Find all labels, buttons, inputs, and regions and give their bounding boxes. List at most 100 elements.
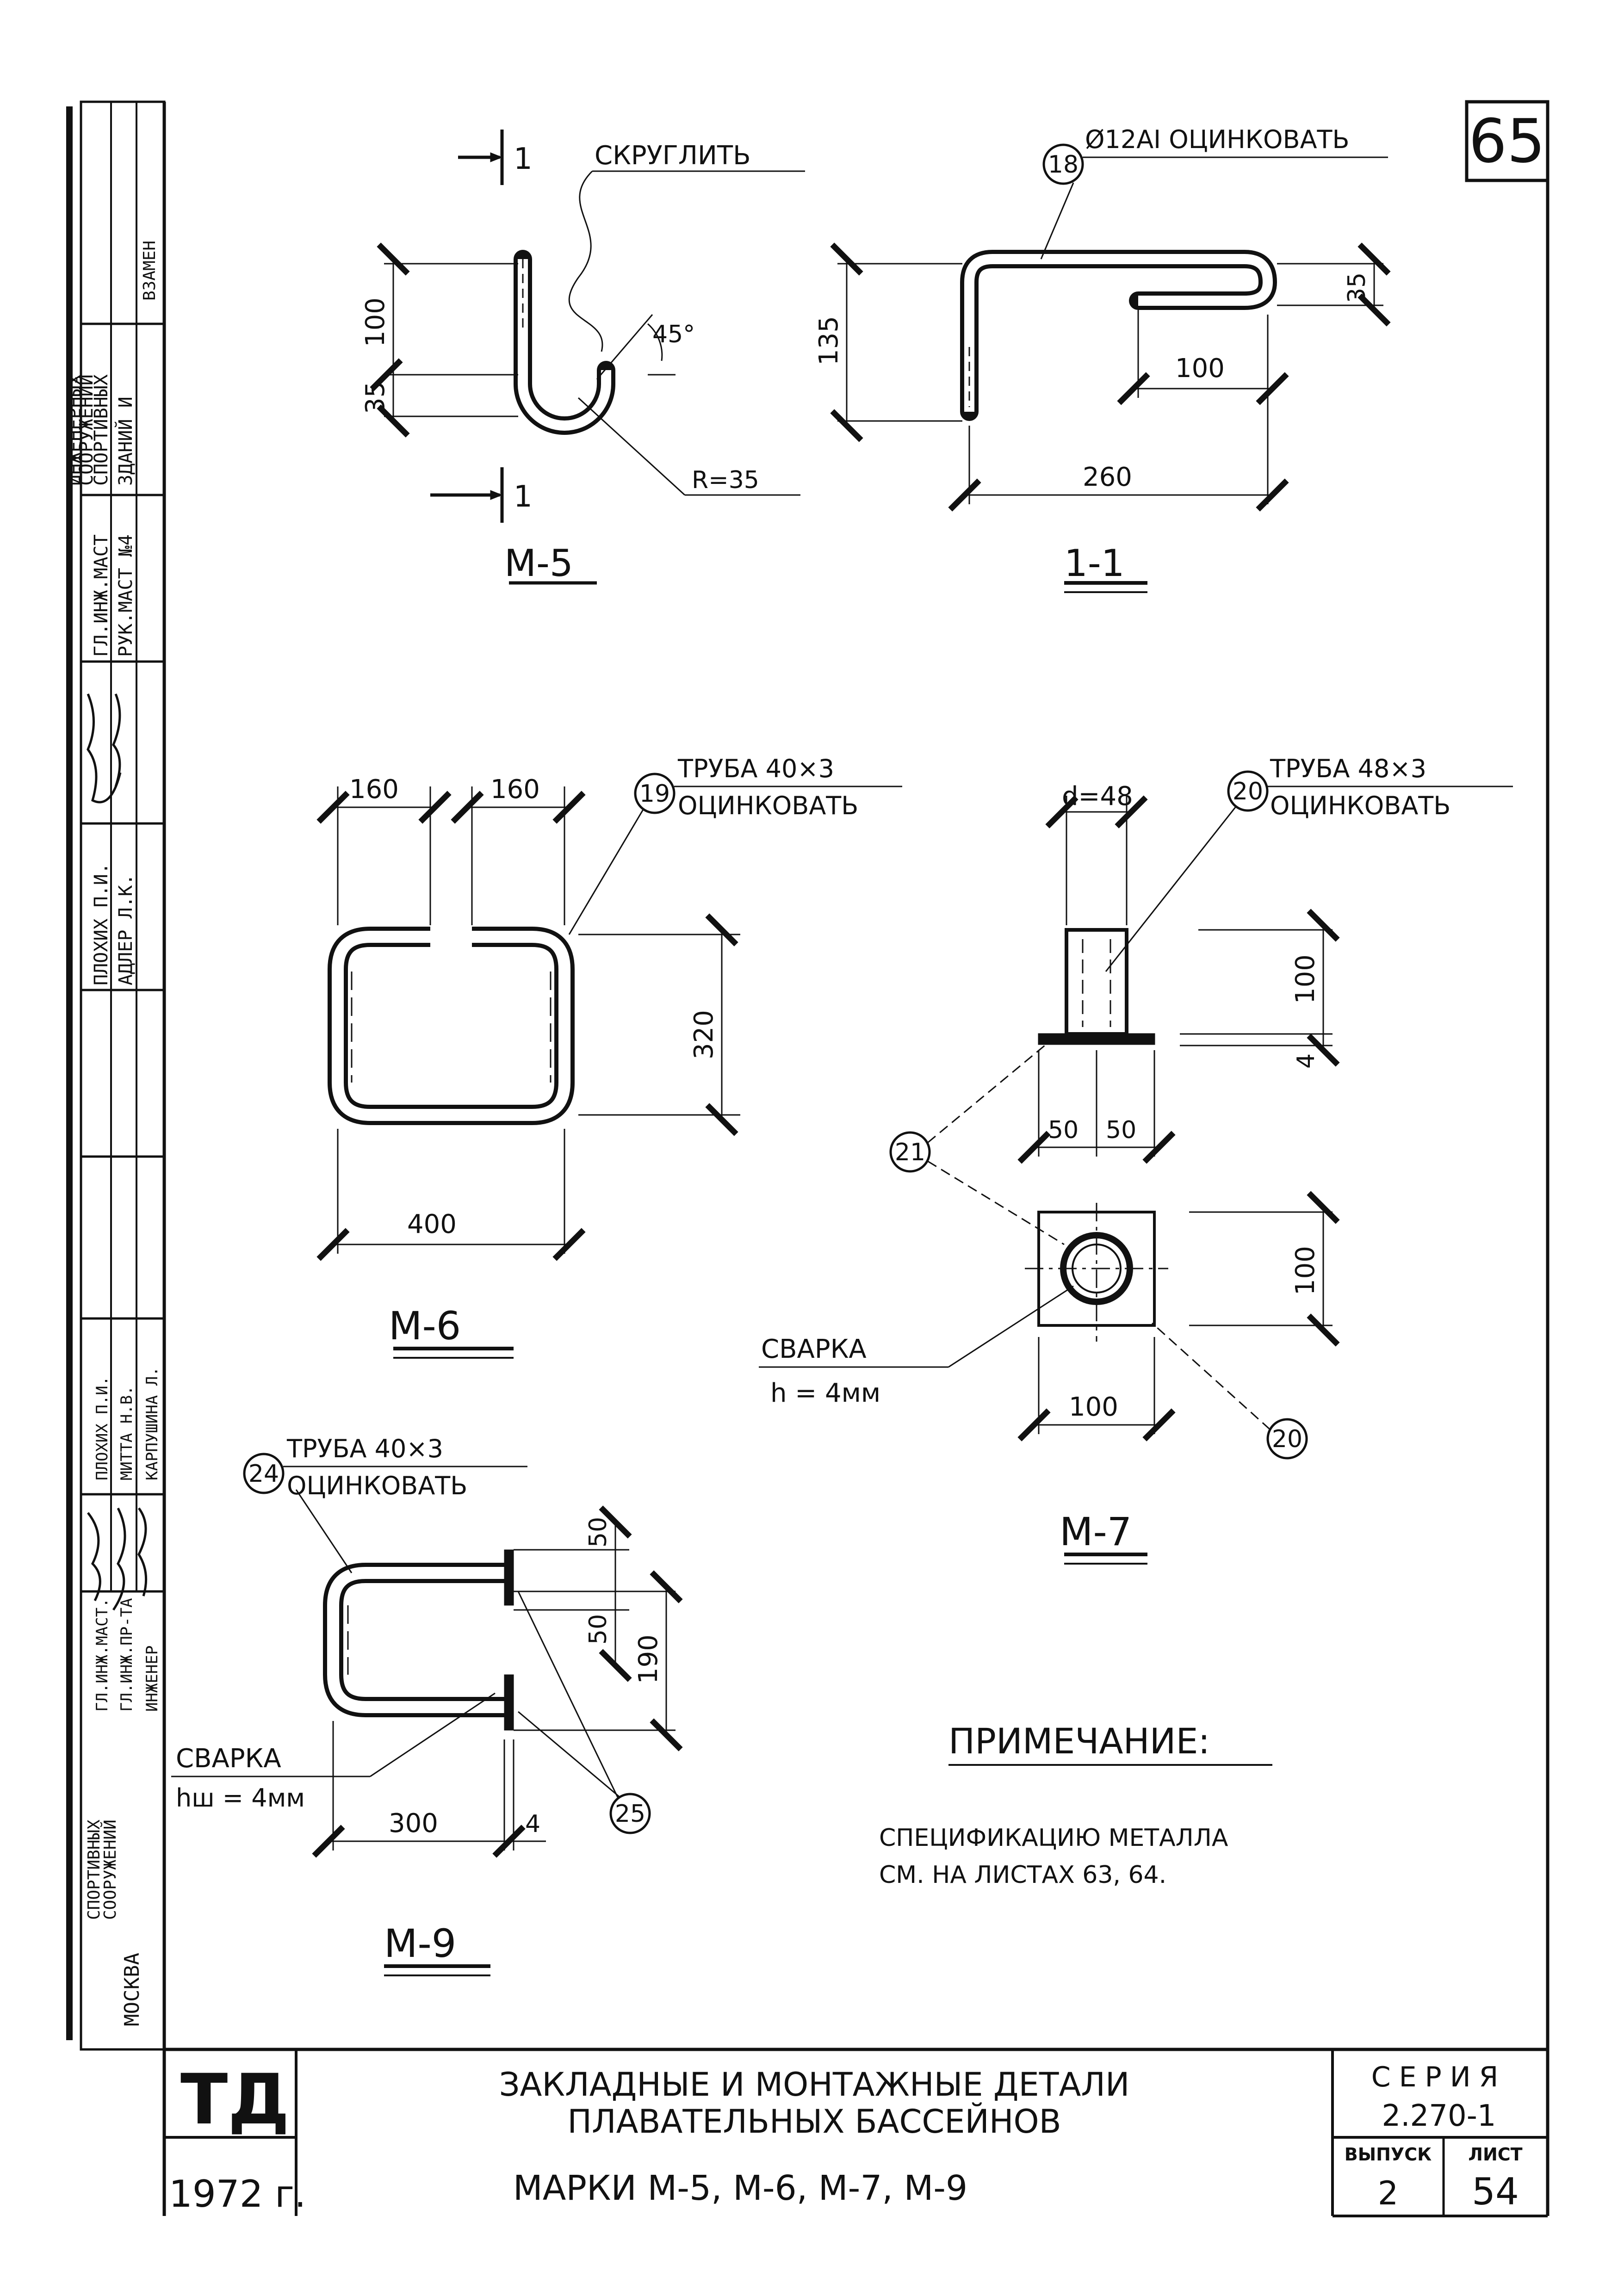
sig-role3: ИНЖЕНЕР xyxy=(143,1646,161,1712)
detail-m7 xyxy=(759,770,1513,1565)
s11-dim-35: 35 xyxy=(1343,272,1371,303)
year: 1972 г. xyxy=(169,2172,306,2216)
name2: АДЛЕР Л.К. xyxy=(115,874,136,985)
list-label: ЛИСТ xyxy=(1468,2144,1522,2165)
detail-section-1-1 xyxy=(830,143,1391,593)
m5-radius: R=35 xyxy=(692,466,759,494)
m5-section-bottom: 1 xyxy=(514,480,533,514)
note-line2: СМ. НА ЛИСТАХ 63, 64. xyxy=(879,1861,1166,1889)
title-block-texts: ТД 1972 г. ЗАКЛАДНЫЕ И МОНТАЖНЫЕ ДЕТАЛИ … xyxy=(169,2060,1523,2216)
m6-label: М-6 xyxy=(389,1303,461,1349)
list-value: 54 xyxy=(1472,2170,1519,2213)
m7-dim-4: 4 xyxy=(1292,1053,1320,1069)
m6-dim-160b: 160 xyxy=(490,774,540,805)
detail-m9-texts: 24 ТРУБА 40×3 ОЦИНКОВАТЬ 50 50 190 СВАРК… xyxy=(176,1434,663,1966)
marks-line: МАРКИ М-5, М-6, М-7, М-9 xyxy=(513,2168,967,2208)
org-line4: ИНЖЕНЕРНЫХ xyxy=(64,374,86,486)
m7-callout21: 21 xyxy=(895,1139,925,1166)
sig-name1: ПЛОХИХ П.И. xyxy=(93,1376,112,1480)
title-block xyxy=(162,2049,1548,2217)
m9-label: М-9 xyxy=(384,1921,456,1966)
m9-dim-4: 4 xyxy=(525,1810,540,1838)
m9-dim-190: 190 xyxy=(633,1634,663,1684)
s11-note: Ø12АI ОЦИНКОВАТЬ xyxy=(1085,125,1350,154)
m9-callout: 24 xyxy=(248,1460,279,1488)
m5-label: М-5 xyxy=(504,542,573,585)
m9-callout25: 25 xyxy=(615,1800,645,1828)
m5-note: СКРУГЛИТЬ xyxy=(595,141,751,171)
sheet-number-box: 65 xyxy=(1465,100,1550,182)
detail-section-1-1-texts: 18 Ø12АI ОЦИНКОВАТЬ 135 35 100 260 1-1 xyxy=(814,125,1371,585)
s11-dim-100: 100 xyxy=(1175,353,1225,384)
s11-dim-135: 135 xyxy=(814,316,844,365)
m9-dim-300: 300 xyxy=(389,1808,438,1838)
m7-dim-50b: 50 xyxy=(1106,1116,1136,1144)
s11-label: 1-1 xyxy=(1064,542,1125,585)
m6-note2: ОЦИНКОВАТЬ xyxy=(678,791,858,820)
detail-m5-texts: 1 1 СКРУГЛИТЬ 100 35 45° R=35 М-5 xyxy=(360,141,759,585)
org-line3: СООРУЖЕНИЙ xyxy=(75,374,97,486)
series-value: 2.270-1 xyxy=(1382,2099,1496,2133)
m7-weld1: СВАРКА xyxy=(761,1334,867,1364)
issue-value: 2 xyxy=(1378,2174,1399,2212)
role1: ГЛ.ИНЖ.МАСТ xyxy=(91,534,112,657)
org-bottom1: СПОРТИВНЫХ xyxy=(85,1819,104,1920)
city: МОСКВА xyxy=(120,1953,144,2026)
m5-angle: 45° xyxy=(652,321,695,348)
detail-m6-texts: 19 ТРУБА 40×3 ОЦИНКОВАТЬ 160 160 320 400… xyxy=(349,754,858,1349)
role1b: РУК.МАСТ №4 xyxy=(115,534,136,657)
m5-dim-35: 35 xyxy=(360,381,391,414)
m7-callout20: 20 xyxy=(1233,778,1263,805)
series-label: СЕРИЯ xyxy=(1371,2061,1507,2093)
m9-weld2: hш = 4мм xyxy=(176,1783,305,1813)
sheet-frame xyxy=(162,102,1550,2216)
m7-note1: ТРУБА 48×3 xyxy=(1270,754,1426,783)
m7-label: М-7 xyxy=(1060,1509,1132,1554)
m7-dim-100c: 100 xyxy=(1069,1392,1118,1422)
m9-dim-50a: 50 xyxy=(584,1517,612,1547)
org-bottom2: СООРУЖЕНИЙ xyxy=(100,1819,120,1920)
title-line2: ПЛАВАТЕЛЬНЫХ БАССЕЙНОВ xyxy=(567,2103,1061,2141)
m5-dim-100: 100 xyxy=(360,297,391,347)
m7-dim-100a: 100 xyxy=(1290,954,1320,1004)
m9-weld1: СВАРКА xyxy=(176,1744,281,1774)
sig-role2: ГЛ.ИНЖ.ПР-ТА xyxy=(118,1598,136,1712)
m7-weld2: h = 4мм xyxy=(770,1378,880,1408)
zamen-label: ВЗАМЕН xyxy=(140,241,159,301)
m7-dim-100b: 100 xyxy=(1290,1246,1320,1295)
sig-name3: КАРПУШИНА Л. xyxy=(143,1367,161,1480)
sheet-number: 65 xyxy=(1469,106,1545,176)
side-strip-texts: ВЗАМЕН ЗДАНИЙ И СПОРТИВНЫХ СООРУЖЕНИЙ ИН… xyxy=(64,241,161,2026)
detail-m5 xyxy=(370,130,805,585)
note-heading: ПРИМЕЧАНИЕ: xyxy=(948,1720,1210,1762)
m7-dim-50a: 50 xyxy=(1048,1116,1079,1144)
title-line1: ЗАКЛАДНЫЕ И МОНТАЖНЫЕ ДЕТАЛИ xyxy=(499,2066,1130,2104)
org-line2: СПОРТИВНЫХ xyxy=(91,374,112,486)
sig-name2: МИТТА Н.В. xyxy=(118,1386,136,1480)
detail-m9 xyxy=(171,1453,683,1976)
m9-note2: ОЦИНКОВАТЬ xyxy=(287,1471,467,1500)
stamp-td: ТД xyxy=(180,2060,290,2140)
general-note: ПРИМЕЧАНИЕ: СПЕЦИФИКАЦИЮ МЕТАЛЛА СМ. НА … xyxy=(879,1720,1272,1889)
issue-label: ВЫПУСК xyxy=(1345,2144,1432,2165)
m6-note1: ТРУБА 40×3 xyxy=(677,754,834,783)
m6-dim-160a: 160 xyxy=(349,774,399,805)
side-strip xyxy=(66,100,166,2051)
m7-dim-d: d=48 xyxy=(1062,781,1133,811)
s11-callout: 18 xyxy=(1048,151,1079,179)
m5-section-top: 1 xyxy=(514,142,533,176)
detail-m6 xyxy=(316,773,902,1359)
m7-callout20b: 20 xyxy=(1272,1425,1302,1453)
sig-role1: ГЛ.ИНЖ.МАСТ. xyxy=(93,1598,112,1712)
m9-note1: ТРУБА 40×3 xyxy=(286,1434,443,1463)
note-line1: СПЕЦИФИКАЦИЮ МЕТАЛЛА xyxy=(879,1824,1228,1852)
m6-dim-320: 320 xyxy=(689,1010,719,1059)
org-line1: ЗДАНИЙ И xyxy=(114,396,136,486)
m7-note2: ОЦИНКОВАТЬ xyxy=(1270,791,1450,820)
signatures xyxy=(87,693,148,1611)
s11-dim-260: 260 xyxy=(1083,462,1132,492)
m6-callout: 19 xyxy=(639,780,670,808)
m9-dim-50b: 50 xyxy=(584,1614,612,1645)
name1: ПЛОХИХ П.И. xyxy=(91,863,112,985)
